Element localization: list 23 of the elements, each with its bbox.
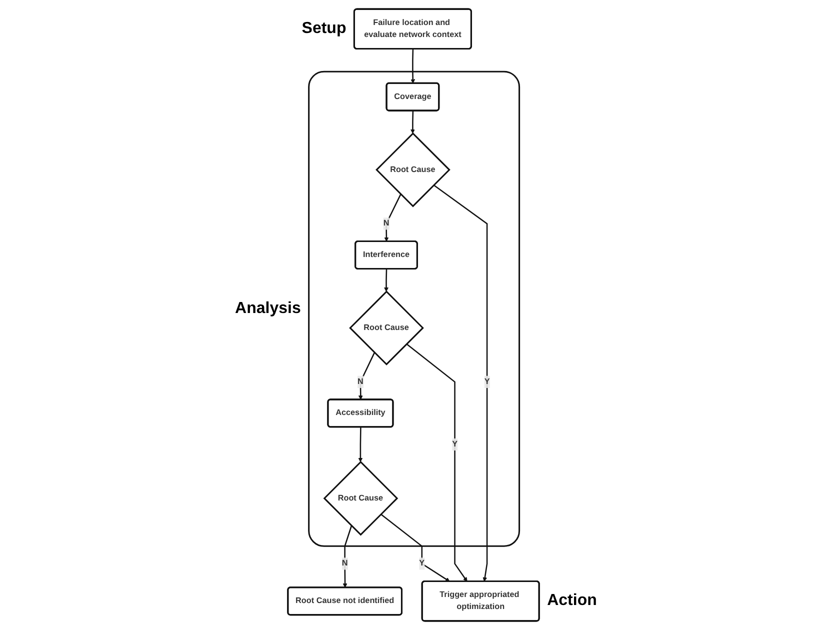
edge-label: Y [419, 559, 425, 568]
arrow [410, 48, 416, 84]
row-label: Action [547, 592, 597, 610]
arrow [380, 514, 450, 582]
arrow [433, 184, 488, 582]
edge-label: N [383, 219, 390, 228]
arrow [384, 268, 388, 292]
edge-label: Y [452, 440, 458, 449]
arrow [410, 110, 415, 134]
arrow [358, 352, 376, 400]
node-diamond [376, 132, 450, 208]
row-label: Setup [302, 20, 346, 38]
arrow [384, 194, 402, 242]
edge-label: N [358, 377, 364, 386]
arrow [342, 526, 352, 588]
node-diamond [323, 460, 398, 536]
row-label: Analysis [235, 300, 301, 318]
node-diamond [349, 290, 424, 366]
cluster [308, 70, 520, 547]
arrow [406, 343, 468, 582]
arrow [358, 427, 363, 462]
edge-label: N [342, 559, 348, 568]
edge-label: Y [484, 377, 490, 386]
